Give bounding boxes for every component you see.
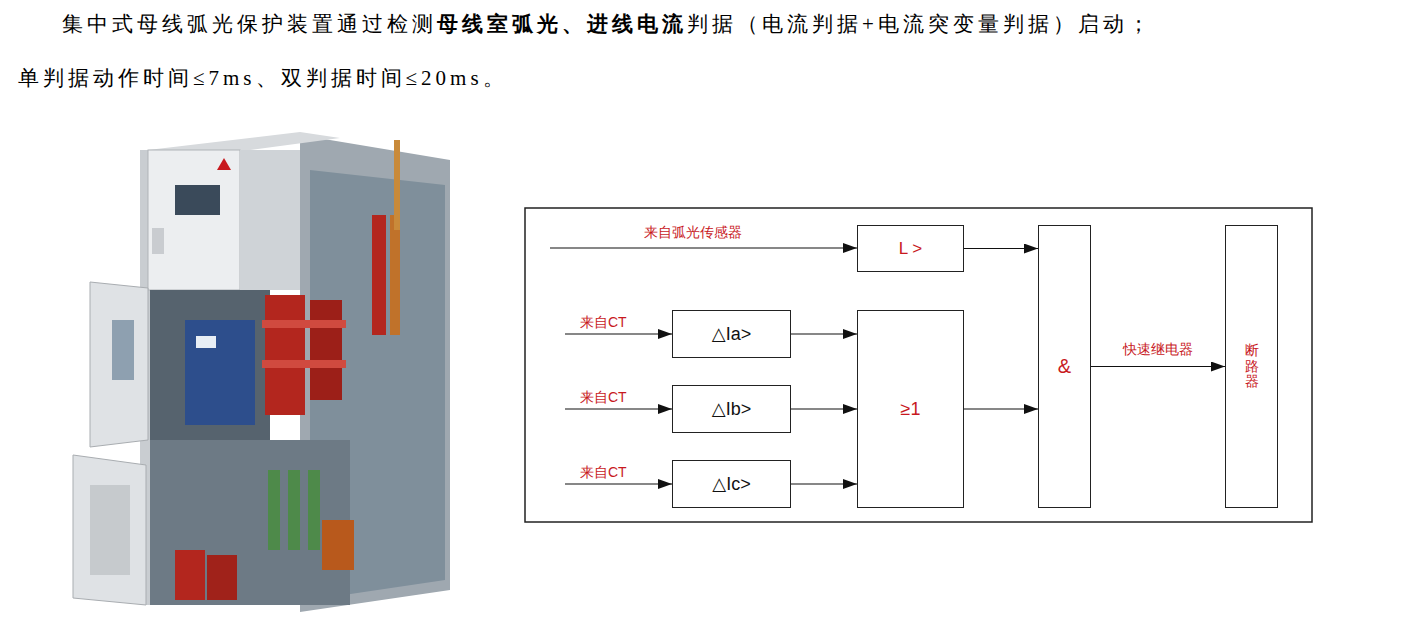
diagram-frame [525,208,1312,522]
insulator-ring [262,360,346,368]
switchgear-illustration [73,132,450,612]
description-text: 单判据动作时间≤7ms、双判据时间≤20ms。 [18,66,508,90]
signal-label: 来自CT [580,389,627,407]
signal-connector [791,408,857,409]
cabinet-side [300,135,450,612]
box-text: 断路器 [1245,343,1259,389]
warning-sign [217,158,231,170]
logic-box: △Ia> [672,310,791,358]
panel-buttons [152,228,164,254]
insulator-ring [262,320,346,328]
instrument-panel [148,150,240,290]
contact-arm [265,295,305,415]
box-text: △Ic> [712,473,750,495]
open-door [90,282,148,447]
connector-label: 快速继电器 [1123,341,1193,359]
busbar [390,215,400,335]
box-text: △Ia> [712,323,751,345]
signal-label: 来自CT [580,464,627,482]
contact-arm [310,300,342,400]
input-wire [565,408,672,409]
breaker-label [196,336,216,348]
door-window [112,320,134,380]
surge-arrester [268,470,280,550]
input-wire [550,247,857,248]
current-transformer [207,555,237,600]
busbar [372,215,386,335]
box-text: & [1058,355,1071,378]
signal-connector [964,248,1038,249]
signal-label: 来自弧光传感器 [644,224,742,242]
open-door [73,455,146,605]
logic-box: & [1038,225,1091,508]
signal-connector [791,483,857,484]
current-transformer [322,520,354,570]
surge-arrester [288,470,300,550]
logic-box: 断路器 [1225,225,1278,508]
signal-label: 来自CT [580,314,627,332]
breaker-compartment [150,290,270,440]
description-text: 判据（电流判据+电流突变量判据）启动； [687,12,1153,36]
cabinet-interior [310,170,445,600]
cabinet-front [240,150,300,290]
paragraph-line: 集中式母线弧光保护装置通过检测母线室弧光、进线电流判据（电流判据+电流突变量判据… [62,10,1153,38]
input-wire [565,333,672,334]
box-text: ≥1 [901,399,921,420]
signal-connector [1091,366,1225,367]
relay-display [175,185,220,215]
paragraph-line: 单判据动作时间≤7ms、双判据时间≤20ms。 [18,64,508,92]
signal-connector [964,408,1038,409]
busbar [394,140,400,230]
description-text: 集中式母线弧光保护装置通过检测 [62,12,437,36]
logic-box: △Ic> [672,460,791,508]
cable-compartment [150,440,350,605]
door-plate [90,485,130,575]
signal-connector [791,333,857,334]
description-text: 母线室弧光、进线电流 [437,12,687,36]
logic-box: △Ib> [672,385,791,433]
box-text: △Ib> [712,398,751,420]
input-wire [565,483,672,484]
logic-box: L > [857,225,964,272]
logic-box: ≥1 [857,310,964,508]
box-text: L > [899,239,922,259]
surge-arrester [308,470,320,550]
circuit-breaker [185,320,255,425]
current-transformer [175,550,205,600]
